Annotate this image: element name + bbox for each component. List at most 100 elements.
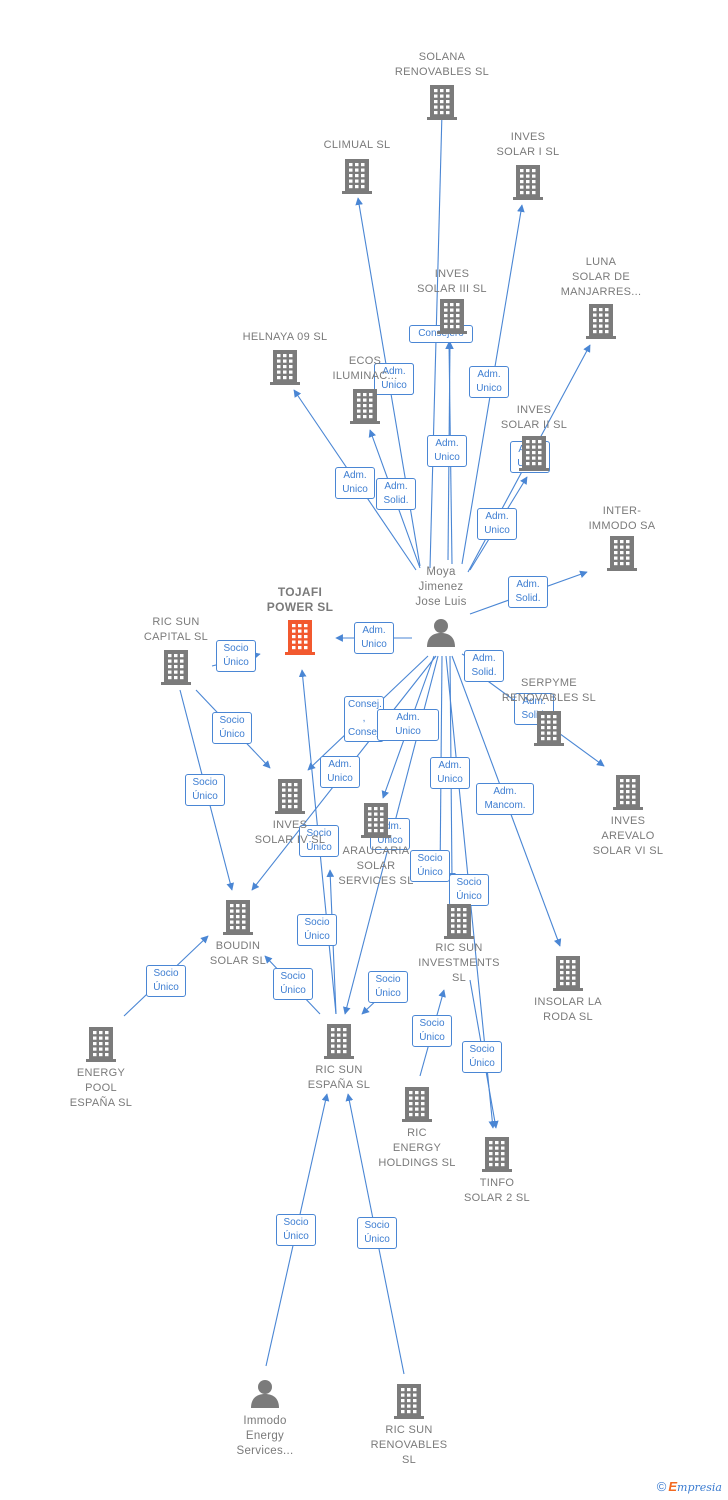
company-name: ENERGY POOL ESPAÑA SL (69, 1067, 133, 1109)
building-icon[interactable] (402, 1086, 432, 1122)
building-icon[interactable] (482, 1136, 512, 1172)
company-name: RIC ENERGY HOLDINGS SL (378, 1127, 456, 1169)
building-icon[interactable] (361, 802, 391, 838)
node-label[interactable]: INVES SOLAR IV SL (225, 818, 355, 848)
relation-badge[interactable]: Socio Único (368, 971, 408, 1003)
building-icon[interactable] (586, 303, 616, 339)
building-icon[interactable] (223, 899, 253, 935)
node-label[interactable]: RIC SUN INVESTMENTS SL (394, 941, 524, 986)
relation-badge[interactable]: Adm. Unico (430, 757, 470, 789)
company-name: INVES SOLAR II SL (500, 404, 568, 431)
relation-badge[interactable]: Adm. Unico (377, 709, 439, 741)
building-icon[interactable] (437, 298, 467, 334)
relation-badge[interactable]: Socio Único (462, 1041, 502, 1073)
company-name: RIC SUN INVESTMENTS SL (418, 942, 500, 984)
relation-badge[interactable]: Adm. Unico (427, 435, 467, 467)
company-name: LUNA SOLAR DE MANJARRES... (560, 256, 642, 298)
node-label[interactable]: ENERGY POOL ESPAÑA SL (36, 1066, 166, 1111)
node-label[interactable]: INVES SOLAR II SL (469, 403, 599, 433)
building-icon[interactable] (86, 1026, 116, 1062)
relation-badge[interactable]: Socio Único (212, 712, 252, 744)
company-name: HELNAYA 09 SL (242, 331, 328, 343)
building-icon[interactable] (285, 619, 315, 655)
node-label[interactable]: BOUDIN SOLAR SL (173, 939, 303, 969)
relation-badge[interactable]: Adm. Unico (469, 366, 509, 398)
building-icon[interactable] (394, 1383, 424, 1419)
relation-badge[interactable]: Socio Único (410, 850, 450, 882)
building-icon[interactable] (519, 435, 549, 471)
person-name: Immodo Energy Services... (236, 1415, 294, 1457)
node-label[interactable]: SERPYME RENOVABLES SL (484, 676, 614, 706)
relation-badge[interactable]: Socio Único (297, 914, 337, 946)
node-label[interactable]: SOLANA RENOVABLES SL (377, 50, 507, 80)
person-name: Moya Jimenez Jose Luis (415, 566, 467, 608)
brand-initial: E (668, 1479, 678, 1494)
company-name: SERPYME RENOVABLES SL (501, 677, 597, 704)
building-icon[interactable] (275, 778, 305, 814)
node-label[interactable]: RIC SUN RENOVABLES SL (344, 1423, 474, 1468)
building-icon[interactable] (613, 774, 643, 810)
relation-badge[interactable]: Adm. Unico (354, 622, 394, 654)
node-label[interactable]: Immodo Energy Services... (200, 1414, 330, 1459)
relation-badge[interactable]: Adm. Unico (320, 756, 360, 788)
relation-badge[interactable]: Socio Único (216, 640, 256, 672)
focus-company-name: TOJAFI POWER SL (266, 585, 334, 614)
relation-badge[interactable]: Adm. Mancom. (476, 783, 534, 815)
company-name: ECOS ILUMINAC... (332, 355, 398, 382)
node-label[interactable]: TINFO SOLAR 2 SL (432, 1176, 562, 1206)
building-icon[interactable] (534, 710, 564, 746)
relation-badge[interactable]: Adm. Solid. (376, 478, 416, 510)
company-name: INSOLAR LA RODA SL (534, 996, 602, 1023)
building-icon[interactable] (427, 84, 457, 120)
company-name: INTER- IMMODO SA (588, 505, 656, 532)
node-label[interactable]: INSOLAR LA RODA SL (503, 995, 633, 1025)
company-name: SOLANA RENOVABLES SL (394, 51, 490, 78)
node-label[interactable]: RIC SUN ESPAÑA SL (274, 1063, 404, 1093)
node-label[interactable]: RIC ENERGY HOLDINGS SL (352, 1126, 482, 1171)
building-icon[interactable] (444, 903, 474, 939)
company-name: RIC SUN RENOVABLES SL (370, 1424, 448, 1466)
relation-badge[interactable]: Socio Único (146, 965, 186, 997)
building-icon[interactable] (350, 388, 380, 424)
company-name: TINFO SOLAR 2 SL (464, 1177, 530, 1204)
node-label[interactable]: INVES AREVALO SOLAR VI SL (563, 814, 693, 859)
relation-badge[interactable]: Socio Único (273, 968, 313, 1000)
empresia-logo: ©Empresia (657, 1479, 722, 1494)
company-name: INVES SOLAR III SL (417, 268, 487, 295)
relation-badge[interactable]: Socio Único (449, 874, 489, 906)
company-name: RIC SUN CAPITAL SL (143, 616, 209, 643)
node-label[interactable]: INTER- IMMODO SA (557, 504, 687, 534)
node-label[interactable]: RIC SUN CAPITAL SL (111, 615, 241, 645)
node-label[interactable]: TOJAFI POWER SL (235, 585, 365, 615)
node-label[interactable]: INVES SOLAR III SL (387, 267, 517, 297)
relation-badge[interactable]: Socio Único (276, 1214, 316, 1246)
person-icon[interactable] (250, 1378, 280, 1408)
relation-badge[interactable]: Adm. Unico (335, 467, 375, 499)
company-name: INVES SOLAR I SL (496, 131, 560, 158)
node-label[interactable]: ECOS ILUMINAC... (300, 354, 430, 384)
node-label[interactable]: Moya Jimenez Jose Luis (376, 565, 506, 610)
building-icon[interactable] (270, 349, 300, 385)
person-icon[interactable] (426, 617, 456, 647)
building-icon[interactable] (513, 164, 543, 200)
node-label[interactable]: ARAUCARIA SOLAR SERVICES SL (311, 844, 441, 889)
node-label[interactable]: LUNA SOLAR DE MANJARRES... (536, 255, 666, 300)
relation-badge[interactable]: Adm. Unico (477, 508, 517, 540)
relation-badge[interactable]: Socio Único (299, 825, 339, 857)
building-icon[interactable] (553, 955, 583, 991)
relation-badge[interactable]: Socio Único (185, 774, 225, 806)
node-label[interactable]: INVES SOLAR I SL (463, 130, 593, 160)
building-icon[interactable] (161, 649, 191, 685)
relation-badge[interactable]: Adm. Unico (374, 363, 414, 395)
building-icon[interactable] (324, 1023, 354, 1059)
company-name: INVES SOLAR IV SL (254, 819, 326, 846)
building-icon[interactable] (607, 535, 637, 571)
relation-badge[interactable]: Adm. Solid. (508, 576, 548, 608)
node-label[interactable]: HELNAYA 09 SL (220, 330, 350, 345)
relation-badge[interactable]: Socio Único (357, 1217, 397, 1249)
relation-badge[interactable]: Socio Único (412, 1015, 452, 1047)
company-name: BOUDIN SOLAR SL (209, 940, 267, 967)
node-label[interactable]: CLIMUAL SL (292, 138, 422, 153)
building-icon[interactable] (342, 158, 372, 194)
relation-badge[interactable]: Adm. Solid. (464, 650, 504, 682)
